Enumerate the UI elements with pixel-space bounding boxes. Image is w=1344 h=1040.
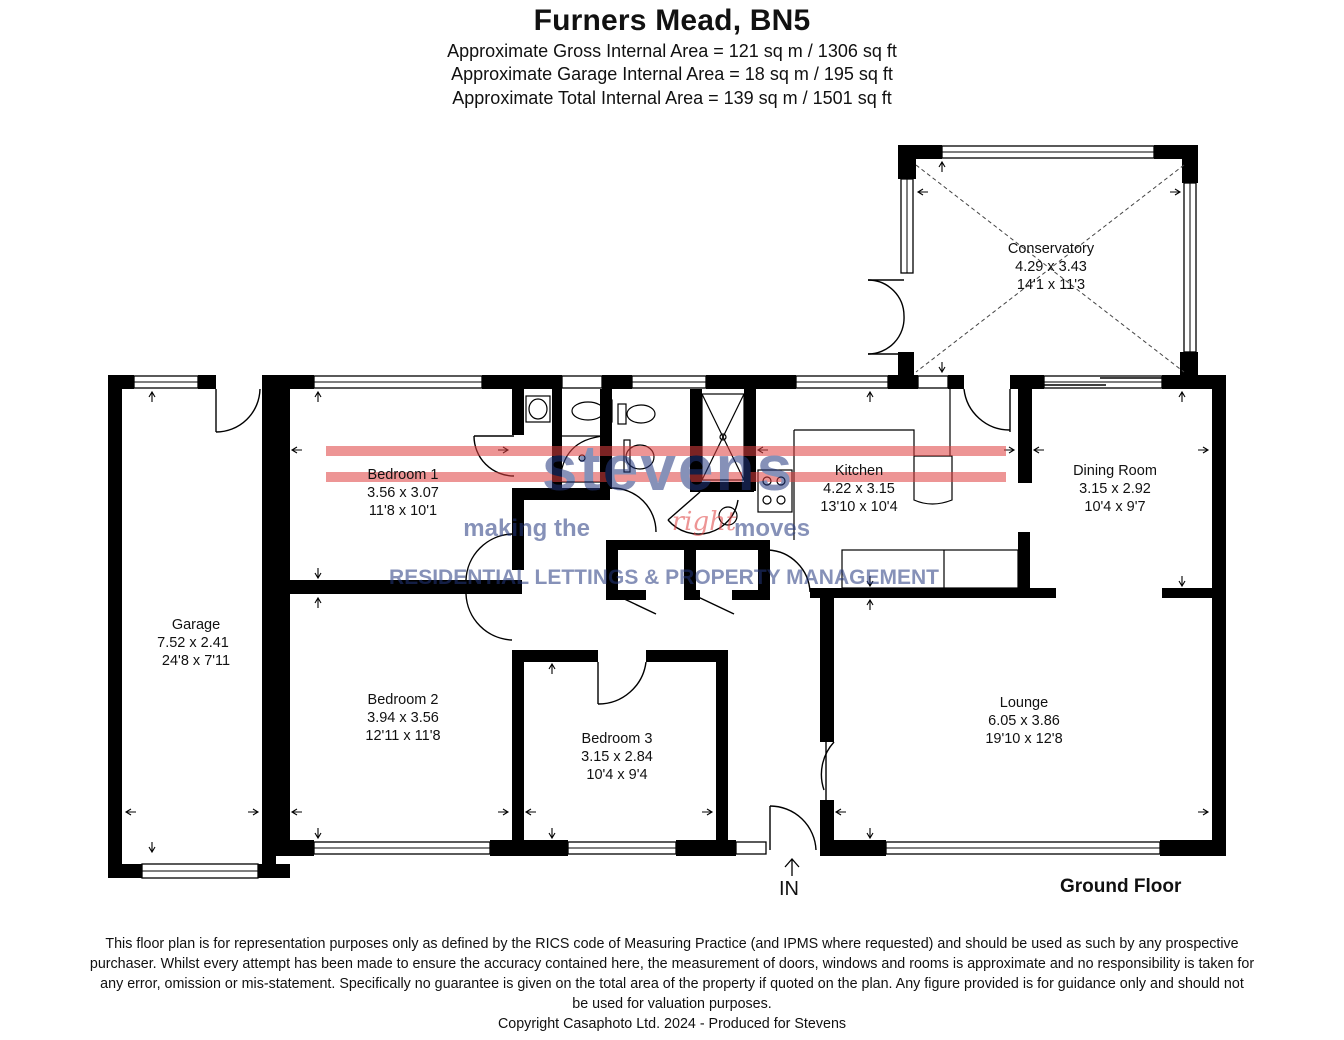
garage-name: Garage [172,617,220,633]
disclaimer: This floor plan is for representation pu… [0,934,1344,1034]
kitchen-imperial: 13'10 x 10'4 [820,499,897,515]
stevens-watermark: stevens making the right moves RESIDENTI… [326,432,1006,589]
garage-area-text: Approximate Garage Internal Area = 18 sq… [451,64,893,84]
window-lines [134,151,1191,872]
conservatory-roof-lines [915,164,1185,373]
dimension-tick [866,828,874,840]
lounge-imperial: 19'10 x 12'8 [985,731,1062,747]
bedroom1-imperial: 11'8 x 10'1 [369,503,437,519]
dining-room-imperial: 10'4 x 9'7 [1084,499,1145,515]
dimension-tick [866,598,874,610]
kitchen-metric: 4.22 x 3.15 [823,481,895,497]
dimension-tick [1198,808,1210,816]
dimension-tick [314,390,322,402]
dimension-tick [524,808,536,816]
dining-room-metric: 3.15 x 2.92 [1079,481,1151,497]
walls [108,145,1226,878]
dimension-tick [314,568,322,580]
entrance-arrow-icon [784,858,800,876]
total-area-text: Approximate Total Internal Area = 139 sq… [452,88,892,108]
garage-metric: 7.52 x 2.41 [157,635,229,651]
dimension-tick [1178,390,1186,402]
disclaimer-line: be used for valuation purposes. [572,996,772,1012]
dimension-tick [314,828,322,840]
disclaimer-line: any error, omission or mis-statement. Sp… [100,976,1244,992]
dimension-tick [834,808,846,816]
copyright-text: Copyright Casaphoto Ltd. 2024 - Produced… [497,1016,847,1032]
dining-room-name: Dining Room [1073,463,1157,479]
watermark-brand: stevens [542,432,794,504]
dimension-tick [1198,446,1210,454]
watermark-red-bar [326,472,1006,482]
dimension-tick [548,662,556,674]
kitchen-name: Kitchen [835,463,883,479]
conservatory-metric: 4.29 x 3.43 [1015,259,1087,275]
bedroom2-imperial: 12'11 x 11'8 [365,728,440,744]
dimension-tick [702,808,714,816]
bedroom3-name: Bedroom 3 [582,731,653,747]
watermark-tagline-start: making the [463,515,590,542]
bedroom2-metric: 3.94 x 3.56 [367,710,439,726]
dimension-tick [1032,446,1044,454]
bedroom1-name: Bedroom 1 [368,467,439,483]
dimension-tick [290,446,302,454]
entrance-label: IN [779,878,799,900]
dimension-tick [916,188,928,196]
dimension-tick [148,842,156,854]
dimension-tick [498,808,510,816]
dimension-tick [290,808,302,816]
bedroom3-metric: 3.15 x 2.84 [581,749,653,765]
garage-imperial: 24'8 x 7'11 [162,653,230,669]
dimension-tick [548,828,556,840]
watermark-services: RESIDENTIAL LETTINGS & PROPERTY MANAGEME… [389,566,939,589]
doors [215,279,1162,851]
disclaimer-line: purchaser. Whilst every attempt has been… [89,956,1255,972]
conservatory-imperial: 14'1 x 11'3 [1017,277,1085,293]
watermark-red-bar [326,446,1006,456]
dimension-tick [148,390,156,402]
bedroom1-metric: 3.56 x 3.07 [367,485,439,501]
dimension-tick [124,808,136,816]
bedroom3-imperial: 10'4 x 9'4 [586,767,647,783]
dimension-tick [866,390,874,402]
dimension-tick [866,576,874,588]
conservatory-name: Conservatory [1008,241,1095,257]
lounge-name: Lounge [1000,695,1048,711]
dimension-tick [248,808,260,816]
gross-area-text: Approximate Gross Internal Area = 121 sq… [447,41,897,61]
floor-label: Ground Floor [1060,876,1182,897]
dimension-ticks [124,160,1210,854]
dimension-tick [314,596,322,608]
dimension-tick [1170,188,1182,196]
dimension-tick [938,160,946,172]
plan-title: Furners Mead, BN5 [533,4,811,37]
bedroom2-name: Bedroom 2 [368,692,439,708]
watermark-tagline-script: right [672,507,737,537]
dimension-tick [938,362,946,374]
disclaimer-line: This floor plan is for representation pu… [105,936,1239,952]
dimension-tick [1178,576,1186,588]
room-labels: Conservatory 4.29 x 3.43 14'1 x 11'3 Kit… [157,241,1157,783]
lounge-metric: 6.05 x 3.86 [988,713,1060,729]
watermark-tagline-end: moves [734,515,810,542]
